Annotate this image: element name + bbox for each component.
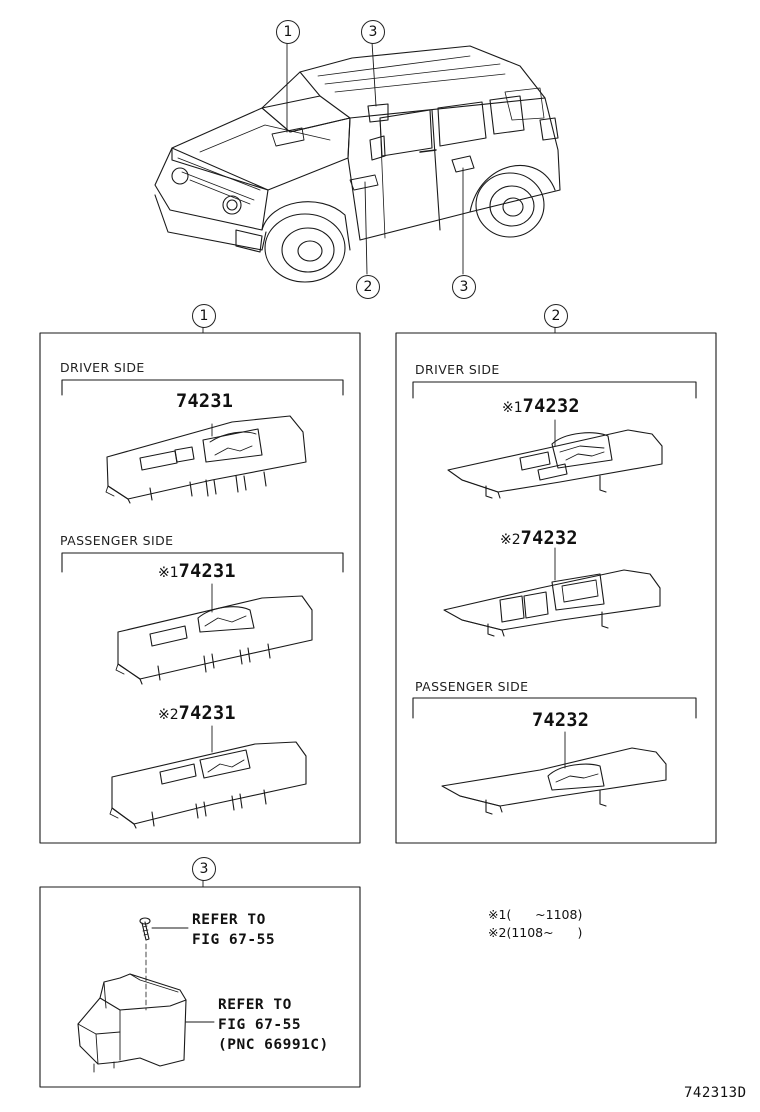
note-2-mark: ※2 bbox=[488, 925, 507, 940]
note-mark-1: ※1 bbox=[502, 400, 523, 416]
box-ref-line-3: (PNC 66991C) bbox=[218, 1037, 329, 1053]
box1-passenger-side-label: PASSENGER SIDE bbox=[60, 533, 174, 548]
screw-reference: REFER TO FIG 67-55 bbox=[192, 910, 275, 950]
box2-passenger-side-label: PASSENGER SIDE bbox=[415, 679, 529, 694]
part-number: 74231 bbox=[178, 561, 236, 582]
box1-part-74231-driver: 74231 bbox=[176, 391, 234, 412]
box2-part-74232-driver-1: ※174232 bbox=[502, 396, 580, 417]
note-1: ※1( ~1108) bbox=[488, 906, 582, 924]
switch-74232-driver-2 bbox=[443, 547, 661, 637]
box-ref-line-1: REFER TO bbox=[218, 997, 292, 1013]
box1-part-74231-passenger-2: ※274231 bbox=[158, 703, 236, 724]
callout-2-vehicle: 2 bbox=[356, 275, 380, 299]
box1-driver-side-label: DRIVER SIDE bbox=[60, 360, 145, 375]
note-mark-2: ※2 bbox=[500, 532, 521, 548]
screw-ref-line-1: REFER TO bbox=[192, 912, 266, 928]
switch-74231-driver bbox=[105, 415, 307, 504]
box2-part-74232-passenger: 74232 bbox=[532, 710, 590, 731]
note-1-mark: ※1 bbox=[488, 907, 507, 922]
callout-1-box: 1 bbox=[192, 304, 216, 328]
bracket-box1-passenger bbox=[61, 552, 344, 573]
box-3-frame bbox=[39, 886, 361, 1088]
callout-3-box: 3 bbox=[192, 857, 216, 881]
switch-74231-passenger-1 bbox=[115, 583, 313, 685]
callout-1-vehicle: 1 bbox=[276, 20, 300, 44]
box-2-frame bbox=[395, 332, 717, 844]
box1-part-74231-passenger-1: ※174231 bbox=[158, 561, 236, 582]
box-ref-line-2: FIG 67-55 bbox=[218, 1017, 302, 1033]
callout-3-vehicle-bottom: 3 bbox=[452, 275, 476, 299]
screw-ref-line-2: FIG 67-55 bbox=[192, 932, 276, 948]
bracket-box2-driver bbox=[412, 381, 697, 399]
switch-74231-passenger-2 bbox=[109, 725, 307, 829]
note-2-text: (1108~ ) bbox=[506, 925, 583, 940]
bracket-box1-driver bbox=[61, 379, 344, 396]
note-1-text: ( ~1108) bbox=[506, 907, 583, 922]
bezel-box-illustration bbox=[77, 973, 215, 1073]
box2-part-74232-driver-2: ※274232 bbox=[500, 528, 578, 549]
box-1-frame bbox=[39, 332, 361, 844]
part-number: 74232 bbox=[522, 396, 580, 417]
callout-3-vehicle-top: 3 bbox=[361, 20, 385, 44]
figure-id: 742313D bbox=[684, 1085, 747, 1101]
note-2: ※2(1108~ ) bbox=[488, 924, 582, 942]
part-number: 74231 bbox=[178, 703, 236, 724]
box2-driver-side-label: DRIVER SIDE bbox=[415, 362, 500, 377]
callout-2-box: 2 bbox=[544, 304, 568, 328]
part-number: 74232 bbox=[520, 528, 578, 549]
switch-74232-passenger bbox=[441, 731, 667, 815]
screw-illustration bbox=[139, 917, 189, 1011]
vehicle-illustration bbox=[154, 41, 561, 283]
bracket-box2-passenger bbox=[412, 697, 697, 719]
switch-74232-driver-1 bbox=[447, 419, 663, 499]
note-mark-1: ※1 bbox=[158, 565, 179, 581]
production-notes: ※1( ~1108) ※2(1108~ ) bbox=[488, 906, 582, 942]
note-mark-2: ※2 bbox=[158, 707, 179, 723]
bezel-box-reference: REFER TO FIG 67-55 (PNC 66991C) bbox=[218, 995, 329, 1055]
